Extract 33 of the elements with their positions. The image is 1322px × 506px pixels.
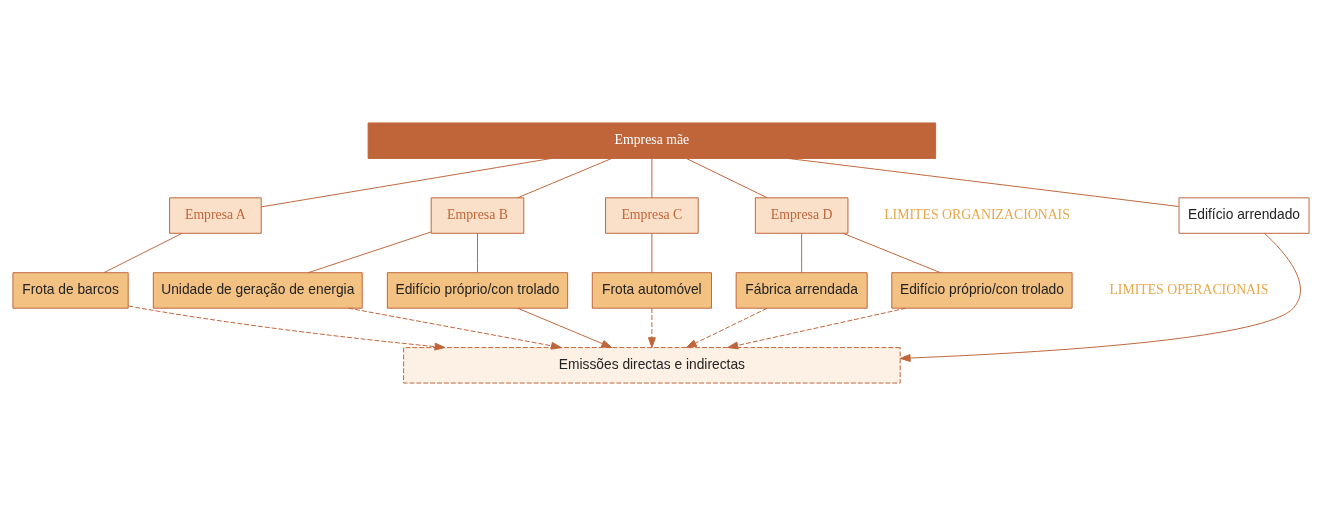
connector — [651, 158, 653, 199]
connector — [801, 232, 803, 274]
connector — [477, 232, 478, 274]
node-box: Edifício próprio/con trolado — [386, 272, 569, 309]
connector — [260, 157, 552, 208]
arrow — [685, 307, 768, 348]
node-box: Empresa A — [169, 197, 262, 234]
node-box: Edifício próprio/con trolado — [891, 272, 1073, 309]
connector — [787, 157, 1180, 207]
node-box: Empresa B — [430, 197, 525, 234]
label: LIMITES ORGANIZACIONAIS — [884, 207, 1070, 223]
node-box: Empresa D — [754, 197, 849, 234]
connector — [686, 158, 768, 199]
node-box: Empresa mãe — [367, 122, 937, 159]
node-box: Emissões directas e indirectas — [403, 347, 901, 384]
arrow — [127, 305, 446, 351]
node-box: Edifício arrendado — [1178, 197, 1310, 234]
connector — [842, 232, 941, 274]
connector — [517, 158, 612, 199]
node-box: Frota automóvel — [591, 272, 712, 309]
node-box: Empresa C — [605, 197, 699, 234]
node-box: Fábrica arrendada — [735, 272, 868, 309]
node-box: Unidade de geração de energia — [152, 272, 363, 309]
arrow — [517, 307, 613, 348]
connector — [651, 232, 653, 274]
arrow — [647, 307, 656, 348]
arrow — [347, 307, 562, 350]
arrow — [727, 307, 907, 350]
connector — [103, 232, 183, 274]
label: LIMITES OPERACIONAIS — [1109, 282, 1269, 298]
connector — [307, 231, 432, 274]
node-box: Frota de barcos — [12, 272, 129, 309]
arrow — [899, 232, 1301, 362]
